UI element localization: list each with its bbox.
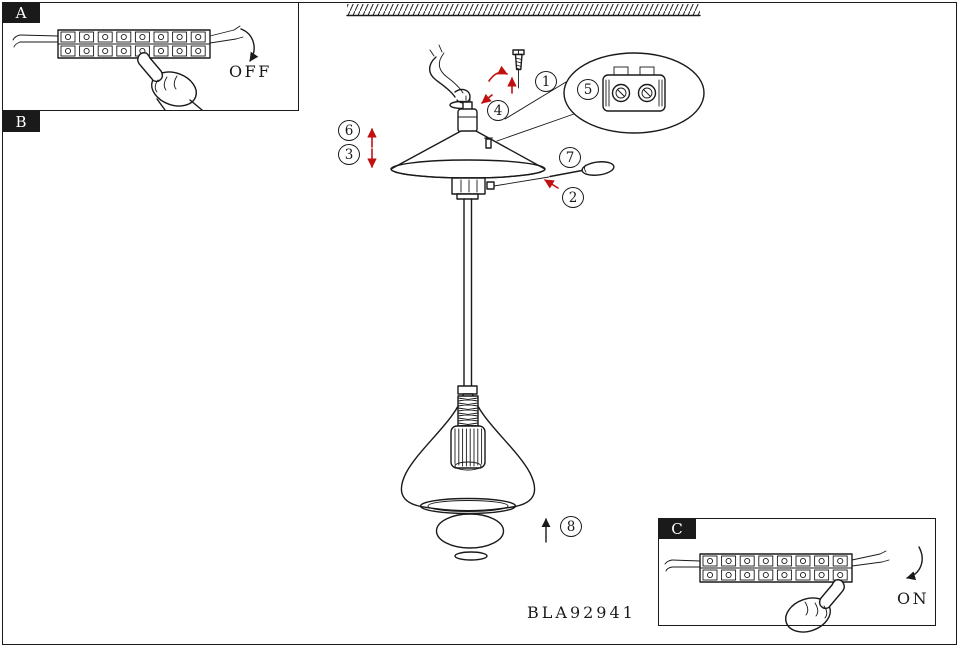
globe-bulb-icon [435,513,505,561]
callout-6: 6 [338,120,360,141]
panel-c [658,518,936,626]
callout-3: 3 [338,144,360,165]
terminal-strip-icon [12,25,244,59]
suspension-rod-icon [456,193,479,395]
panel-a [2,2,299,111]
ceiling-hatch-icon [346,4,701,17]
pointing-hand-icon [137,52,203,111]
terminal-strip-icon [664,550,890,583]
callout-5: 5 [577,79,599,100]
screwdriver-icon [493,161,615,187]
glass-shade-icon [400,393,536,515]
panel-a-art [12,25,259,111]
rotate-arrow-icon [240,28,259,62]
lamp-socket-icon [457,395,479,427]
supply-wires-icon [428,44,473,111]
inset-leader-line [496,113,575,142]
callout-4: 4 [487,100,509,121]
model-number: BLA92941 [527,603,636,622]
callout-8: 8 [560,516,582,537]
terminal-detail-inset [563,52,705,134]
inner-bulb-icon [450,425,486,471]
on-label: ON [897,589,930,608]
callout-1: 1 [535,71,557,92]
red-direction-arrows [367,65,559,189]
panel-c-label: C [658,518,696,539]
pointing-hand-icon [785,579,845,633]
callout-2: 2 [562,187,584,208]
callout-7: 7 [559,147,581,168]
rotate-arrow-icon [906,546,923,581]
off-label: OFF [229,62,272,81]
panel-b-label: B [2,111,40,132]
inset-leader-line [504,81,567,120]
panel-a-label: A [2,2,40,23]
panel-c-art [664,546,923,633]
mounting-screw-icon [512,49,525,89]
canopy-icon [390,101,546,195]
